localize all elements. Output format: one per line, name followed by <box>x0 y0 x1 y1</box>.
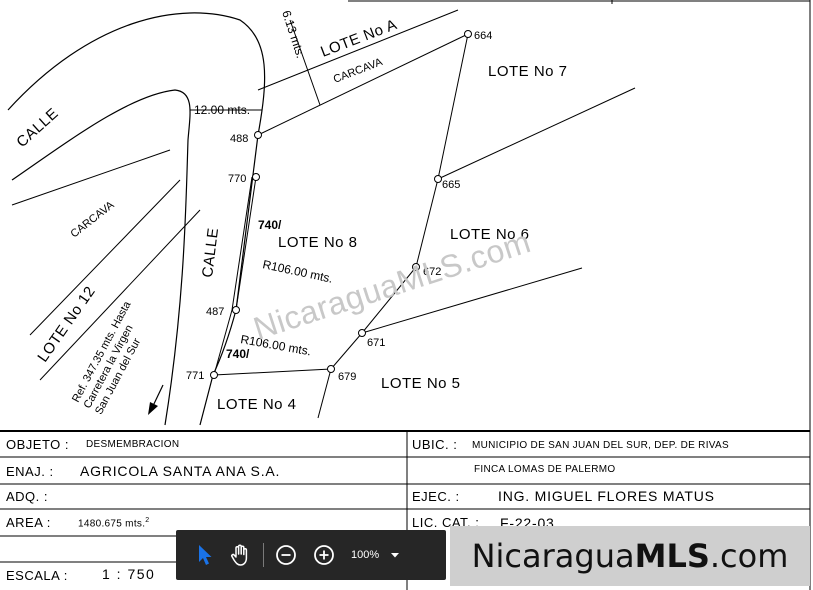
point-label-488: 488 <box>230 133 248 145</box>
dimension-width-613: 6.13 mts. <box>279 9 308 60</box>
objeto-value: DESMEMBRACION <box>86 439 180 450</box>
point-label-665: 665 <box>442 179 460 191</box>
enaj-value: AGRICOLA SANTA ANA S.A. <box>80 463 281 479</box>
lot-label-7: LOTE No 7 <box>488 63 568 80</box>
mark-upper: 740/ <box>258 218 282 232</box>
brand-text-suffix: .com <box>709 537 789 575</box>
select-tool-button[interactable] <box>190 540 220 570</box>
lot-label-4: LOTE No 4 <box>217 396 297 413</box>
dimension-width-12: 12.00 mts. <box>194 103 250 117</box>
carcava-label-left: CARCAVA <box>68 199 117 241</box>
toolbar-separator <box>263 543 264 567</box>
point-label-664: 664 <box>474 30 492 42</box>
road-lines <box>7 12 266 426</box>
select-arrow-icon <box>199 545 212 565</box>
ubic-label: UBIC. : <box>412 437 458 452</box>
top-border <box>348 0 811 432</box>
chevron-down-icon <box>391 553 400 558</box>
pan-tool-button[interactable] <box>226 540 256 570</box>
lot-boundaries <box>213 33 636 419</box>
zoom-dropdown-button[interactable] <box>385 540 405 570</box>
point-label-672: 672 <box>423 266 441 278</box>
zoom-in-button[interactable] <box>309 540 339 570</box>
zoom-level[interactable]: 100% <box>351 549 380 561</box>
street-label-center: CALLE <box>199 227 222 279</box>
area-value: 1480.675 mts.2 <box>78 517 149 529</box>
hand-pan-icon <box>231 544 248 566</box>
objeto-label: OBJETO : <box>6 437 69 452</box>
finca-value: FINCA LOMAS DE PALERMO <box>474 464 616 475</box>
point-label-770: 770 <box>228 173 246 185</box>
area-number: 1480.675 mts. <box>78 518 146 530</box>
lot-label-5: LOTE No 5 <box>381 375 461 392</box>
ejec-label: EJEC. : <box>412 489 460 504</box>
dimension-radius-upper: R106.00 mts. <box>261 257 334 286</box>
carcava-left-lines <box>11 149 201 381</box>
area-label: AREA : <box>6 515 51 530</box>
point-label-771: 771 <box>186 370 204 382</box>
escala-value: 1 : 750 <box>102 566 156 582</box>
reference-note: Ref. 347.35 mts. Hasta Carretera la Virg… <box>70 299 143 417</box>
carcava-top-lines <box>190 9 469 136</box>
adq-label: ADQ. : <box>6 489 49 504</box>
brand-text-regular: Nicaragua <box>471 537 635 575</box>
escala-label: ESCALA : <box>6 568 68 583</box>
point-label-671: 671 <box>367 337 385 349</box>
zoom-in-icon <box>314 545 334 565</box>
area-unit-superscript: 2 <box>145 517 150 524</box>
zoom-out-button[interactable] <box>271 540 301 570</box>
direction-arrow-icon <box>148 384 164 415</box>
enaj-label: ENAJ. : <box>6 464 54 479</box>
carcava-label-top: CARCAVA <box>332 56 385 86</box>
mark-lower: 740/ <box>226 347 250 361</box>
point-label-679: 679 <box>338 371 356 383</box>
pdf-viewer-toolbar: 100% <box>176 530 446 580</box>
brand-text-bold: MLS <box>634 537 710 575</box>
lot-label-12: LOTE No 12 <box>34 283 99 365</box>
point-label-487: 487 <box>206 306 224 318</box>
street-label-left: CALLE <box>13 105 62 151</box>
lot-label-8: LOTE No 8 <box>278 234 358 251</box>
lot-label-6: LOTE No 6 <box>450 226 530 243</box>
ubic-value: MUNICIPIO DE SAN JUAN DEL SUR, DEP. DE R… <box>472 440 729 451</box>
zoom-out-icon <box>276 545 296 565</box>
ejec-value: ING. MIGUEL FLORES MATUS <box>498 488 715 504</box>
survey-points <box>210 30 472 379</box>
